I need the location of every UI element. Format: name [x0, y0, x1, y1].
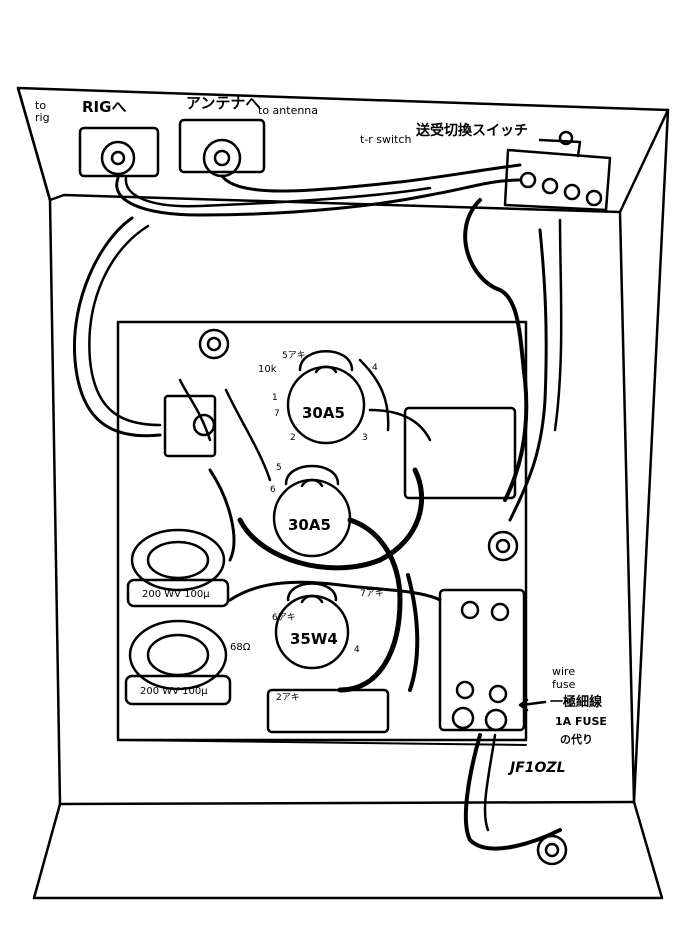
tube-label-35w4: 35W4 — [290, 630, 338, 648]
chassis-floor — [48, 193, 636, 804]
antenna-connector — [178, 118, 266, 178]
pin-label: 7 — [274, 409, 280, 419]
terminal-block-right-bottom — [438, 588, 526, 732]
tube-label-30a5-middle: 30A5 — [288, 516, 331, 534]
pin-label: 6 — [270, 485, 276, 495]
pin-label: 2 — [290, 433, 296, 443]
cable-to-left — [72, 216, 162, 438]
resistor-label-68ohm: 68Ω — [230, 642, 251, 653]
mounting-nut — [198, 328, 230, 360]
terminal-block-bottom — [266, 688, 390, 734]
coax-cable-rig — [115, 176, 522, 217]
to-rig-label: to rig — [35, 99, 50, 125]
pin-label: 4 — [354, 645, 360, 655]
tube-pin-labels: 1 2 3 4 5 6 7 5アキ 7アキ 6アキ 2アキ 4 — [270, 351, 384, 703]
cord-grommet — [536, 834, 568, 866]
tube-30a5-middle — [272, 464, 352, 558]
tube-30a5-top — [286, 350, 366, 445]
electrolytic-capacitor-bottom — [124, 619, 232, 706]
pin-label: 6アキ — [272, 613, 296, 623]
resistor-label-10k: 10k — [258, 364, 277, 375]
mounting-nut — [487, 530, 519, 562]
callsign-label: JF1OZL — [510, 760, 566, 776]
fuse-1a-label: 1A FUSE — [555, 715, 607, 728]
fuse-arrow — [520, 700, 547, 707]
capacitor-rating-top: 200 WV 100μ — [142, 589, 210, 600]
chassis-outline — [16, 86, 670, 900]
pin-label: 3 — [362, 433, 368, 443]
pin-label: 5アキ — [282, 351, 306, 361]
tube-label-30a5-top: 30A5 — [302, 404, 345, 422]
pin-label: 1 — [272, 393, 278, 403]
capacitor-rating-bottom: 200 WV 100μ — [140, 686, 208, 697]
terminal-block-left — [163, 394, 217, 458]
pin-label: 4 — [372, 363, 378, 373]
to-antenna-label: to antenna — [258, 104, 319, 117]
sub-chassis-plate — [116, 320, 528, 742]
tr-switch-body — [503, 130, 612, 212]
power-cord — [463, 733, 562, 851]
tr-switch-jp-label: 送受切換スイッチ — [416, 123, 528, 139]
thick-wire — [237, 467, 425, 571]
tr-switch-label: t-r switch — [360, 133, 412, 146]
coax-cable-antenna — [220, 163, 522, 193]
switch-harness — [463, 198, 529, 502]
antenna-he-label: アンテナへ — [186, 94, 261, 112]
tube-35w4 — [274, 582, 350, 670]
fine-wire-label: 一極細線 — [550, 695, 603, 710]
pin-label: 2アキ — [276, 693, 300, 703]
pin-label: 5 — [276, 463, 282, 473]
wire-fuse-label: wire fuse — [552, 665, 576, 691]
instead-of-label: の代り — [560, 733, 593, 746]
electrolytic-capacitor-top — [126, 528, 230, 608]
rig-connector — [78, 126, 160, 178]
terminal-block-right-top — [403, 406, 517, 500]
pin-label: 7アキ — [360, 589, 384, 599]
rig-he-label: RIGへ — [82, 98, 127, 116]
